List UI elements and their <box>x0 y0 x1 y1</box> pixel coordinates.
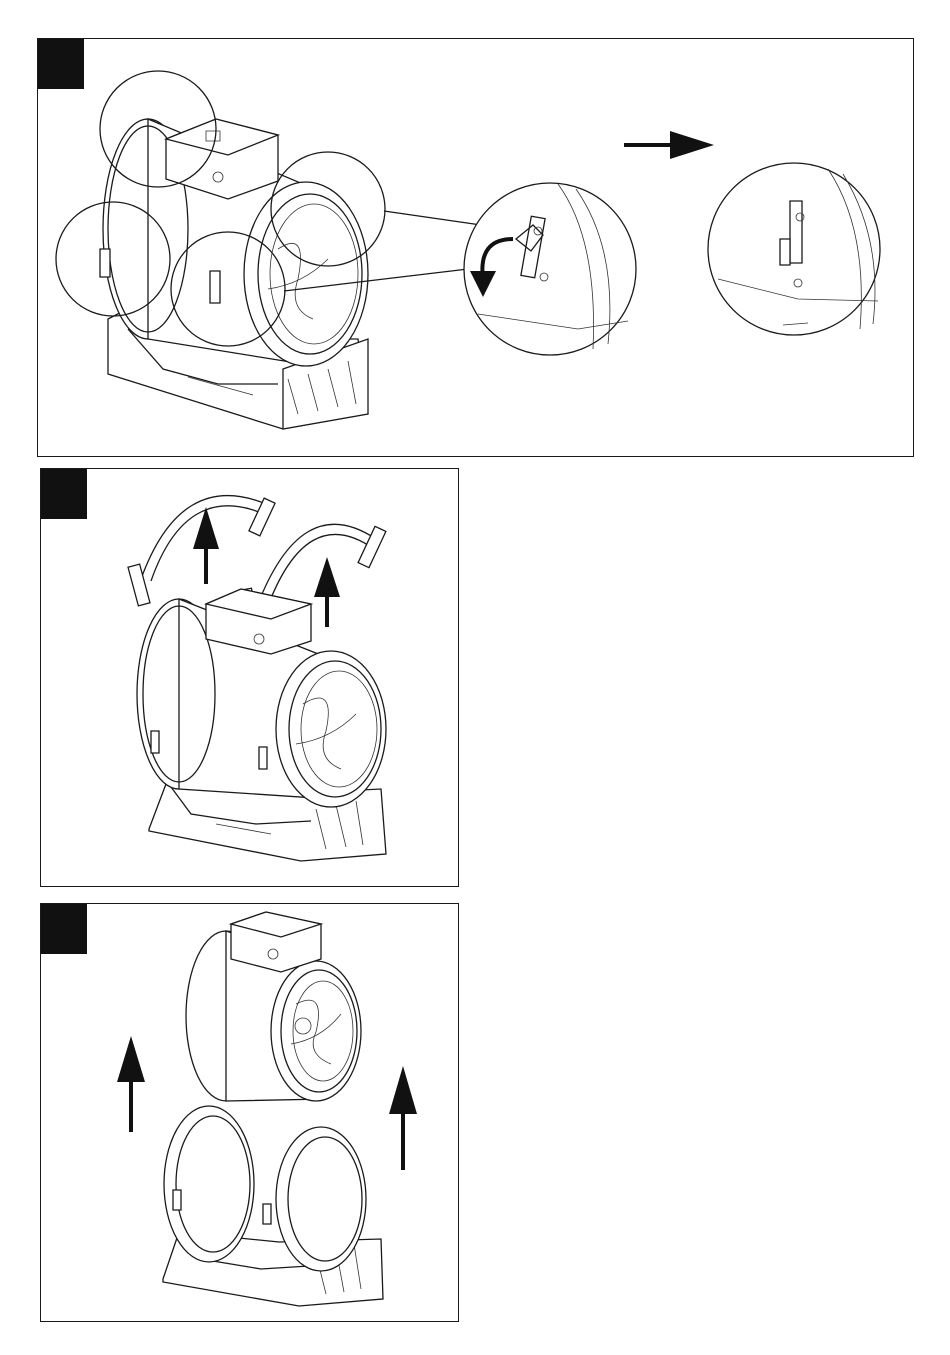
clamp-detail-zoom-closed <box>708 163 880 335</box>
arrow-up-icon-left <box>193 507 219 584</box>
clamp-detail-zoom-open <box>464 183 636 355</box>
step-2-illustration <box>41 469 460 888</box>
lifted-fan-body <box>186 912 361 1101</box>
fan-body <box>100 119 368 366</box>
step-3-illustration <box>41 904 460 1323</box>
step-1-illustration <box>38 39 915 458</box>
arrow-up-icon-left <box>117 1036 145 1132</box>
fan-body <box>137 589 386 807</box>
lifted-clamp-left <box>128 496 275 606</box>
arrow-right-icon <box>624 131 714 159</box>
arrow-up-icon-right <box>314 557 340 627</box>
step-1-panel <box>37 38 914 457</box>
step-2-panel <box>40 468 459 887</box>
arrow-up-icon-right <box>389 1066 417 1170</box>
step-3-panel <box>40 903 459 1322</box>
